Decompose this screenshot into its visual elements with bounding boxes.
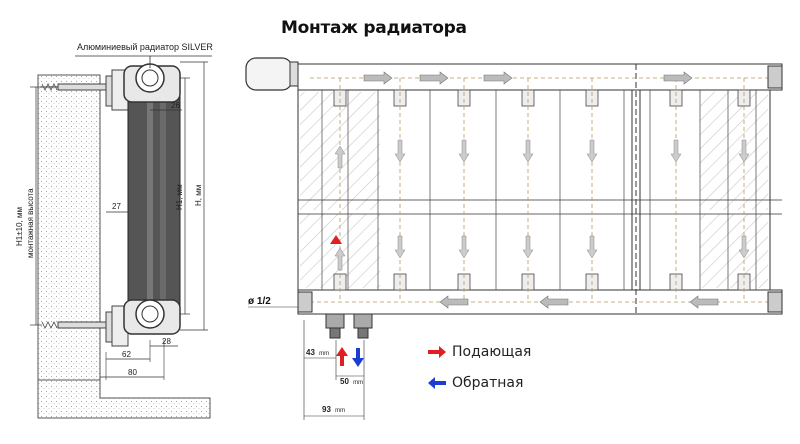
floor — [37, 379, 211, 419]
svg-text:50 mm: 50 mm — [340, 377, 363, 386]
return-outlet-arrow — [352, 348, 364, 367]
legend-return: Обратная — [428, 375, 523, 391]
diagram-title: Монтаж радиатора — [281, 18, 467, 38]
pipe-diameter: ø 1/2 — [248, 296, 271, 307]
dim-26: 26 — [171, 101, 180, 110]
bottom-bracket — [41, 305, 129, 347]
svg-text:93 mm: 93 mm — [322, 405, 345, 414]
connection-valves — [325, 313, 373, 339]
dim-62: 62 — [122, 350, 131, 359]
dim-50: 50 — [340, 377, 349, 386]
front-view: ø 1/2 43 mm 50 mm 93 — [245, 57, 783, 420]
supply-flow-arrow — [330, 235, 342, 244]
dim-27: 27 — [112, 202, 121, 211]
supply-inlet-arrow — [336, 347, 348, 366]
side-view: Алюминиевый радиатор SILVER 26 27 H1, мм… — [15, 42, 213, 419]
dim-h1-pm: H1±10, мм — [15, 207, 24, 246]
wall — [37, 74, 101, 381]
legend-return-label: Обратная — [452, 375, 524, 391]
dim-80: 80 — [128, 368, 137, 377]
dim-93: 93 — [322, 405, 331, 414]
dim-28: 28 — [162, 337, 171, 346]
blue-arrow-icon — [428, 377, 446, 389]
thermostatic-head — [245, 57, 293, 91]
legend-supply-label: Подающая — [452, 344, 532, 360]
svg-text:43 mm: 43 mm — [306, 348, 329, 357]
dim-43: 43 — [306, 348, 315, 357]
top-bracket — [40, 69, 129, 111]
dim-50-unit: mm — [353, 380, 363, 386]
dim-43-unit: mm — [319, 351, 329, 357]
radiator-body — [127, 94, 181, 311]
dim-h1: H1, мм — [175, 184, 184, 210]
legend-supply: Подающая — [428, 344, 531, 360]
radiator-label: Алюминиевый радиатор SILVER — [77, 42, 213, 52]
dim-h: H, мм — [194, 185, 203, 206]
dim-93-unit: mm — [335, 408, 345, 414]
dim-mount-height: монтажная высота — [26, 188, 35, 258]
red-arrow-icon — [428, 346, 446, 358]
